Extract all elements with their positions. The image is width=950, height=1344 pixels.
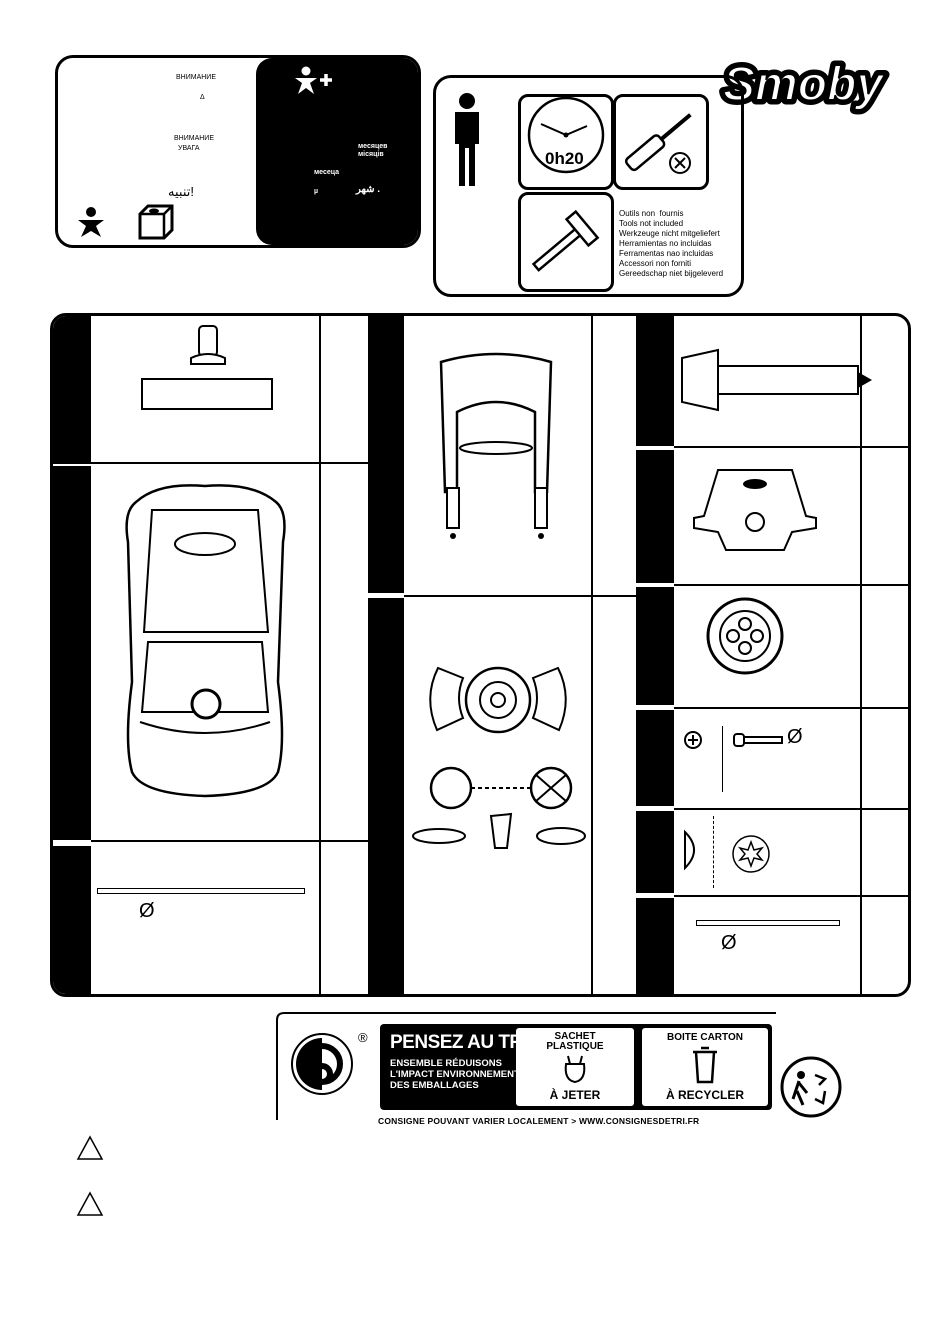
assembly-time: 0h20 xyxy=(545,149,584,168)
warning-triangle-icon xyxy=(76,1191,104,1216)
registered-mark: ® xyxy=(358,1030,368,1045)
child-icon xyxy=(76,206,106,243)
parts-grid: Ø xyxy=(50,313,911,997)
push-pin-part xyxy=(190,325,226,365)
wheel-part xyxy=(706,597,784,675)
bag-action: À JETER xyxy=(549,1088,601,1102)
triman-icon xyxy=(779,1055,843,1124)
adult-icon xyxy=(450,92,484,193)
tri-subline-1: ENSEMBLE RÉDUISONS xyxy=(390,1058,502,1069)
diameter-symbol-1: Ø xyxy=(139,900,155,922)
steering-wheel-part xyxy=(412,666,586,849)
box-panel: BOITE CARTON À RECYCLER xyxy=(642,1028,768,1106)
phillips-head-icon xyxy=(684,731,702,749)
warning-age-panel: месяцев місяців месеца µ شهر . xyxy=(256,58,418,245)
box-title: BOITE CARTON xyxy=(667,1032,743,1043)
assembly-time-tile: 0h20 xyxy=(518,94,614,190)
part-label-box xyxy=(141,378,273,410)
child-plus-icon xyxy=(294,66,334,101)
car-body-part xyxy=(125,484,286,798)
brand-logo: Smoby Smoby xyxy=(718,48,903,118)
warning-triangle-icon xyxy=(76,1135,104,1160)
connector-part xyxy=(681,348,872,412)
warning-months: месяцев місяців xyxy=(358,143,388,158)
tri-footer: CONSIGNE POUVANT VARIER LOCALEMENT > WWW… xyxy=(378,1116,700,1126)
tri-subline-3: DES EMBALLAGES xyxy=(390,1080,479,1091)
axle-bar-part xyxy=(97,888,305,894)
safety-warning-box: ВНИМАНИЕ Δ ВНИМАНИЕ УВАГА تنبيه! месяцев… xyxy=(55,55,421,248)
svg-text:Smoby: Smoby xyxy=(723,58,885,111)
box-action: À RECYCLER xyxy=(665,1088,744,1102)
cap-part xyxy=(684,829,695,871)
tri-subline-2: L'IMPACT ENVIRONNEMENTAL xyxy=(390,1069,532,1080)
warning-mu: µ xyxy=(314,188,319,195)
assembly-info-box: 0h20 Outils non fournis Tools not includ… xyxy=(433,75,744,297)
bag-title: SACHET PLASTIQUE xyxy=(546,1031,604,1052)
diameter-symbol-2: Ø xyxy=(787,726,803,748)
warning-ar-month: شهر . xyxy=(356,184,381,195)
bag-panel: SACHET PLASTIQUE À JETER xyxy=(516,1028,634,1106)
recycle-bin-icon xyxy=(693,1046,717,1084)
warning-delta: Δ xyxy=(200,94,205,101)
tools-not-included-text: Outils non fournis Tools not included We… xyxy=(619,209,724,278)
screwdriver-tile xyxy=(613,94,709,190)
tri-panel: PENSEZ AU TRI ! ENSEMBLE RÉDUISONS L'IMP… xyxy=(380,1024,772,1110)
svg-text:Smoby: Smoby xyxy=(723,58,885,111)
screw-part xyxy=(733,733,783,747)
bag-icon xyxy=(564,1055,586,1084)
tri-headline: PENSEZ AU TRI ! xyxy=(390,1032,539,1053)
warning-uk: УВАГА xyxy=(178,145,200,152)
diameter-symbol-3: Ø xyxy=(721,932,737,954)
warning-ru-2: ВНИМАНИЕ xyxy=(174,135,215,142)
green-dot-icon xyxy=(290,1032,354,1101)
star-washer-part xyxy=(732,835,770,873)
warning-ar: تنبيه! xyxy=(168,184,194,199)
rod-part xyxy=(696,920,840,926)
latch-part xyxy=(693,469,817,551)
small-parts-icon xyxy=(136,204,176,245)
push-handle-part xyxy=(439,352,553,539)
warning-month-bg: месеца xyxy=(314,169,340,176)
warning-ru-1: ВНИМАНИЕ xyxy=(176,74,217,81)
hammer-tile xyxy=(518,192,614,292)
recycling-banner: ® PENSEZ AU TRI ! ENSEMBLE RÉDUISONS L'I… xyxy=(276,1012,776,1126)
